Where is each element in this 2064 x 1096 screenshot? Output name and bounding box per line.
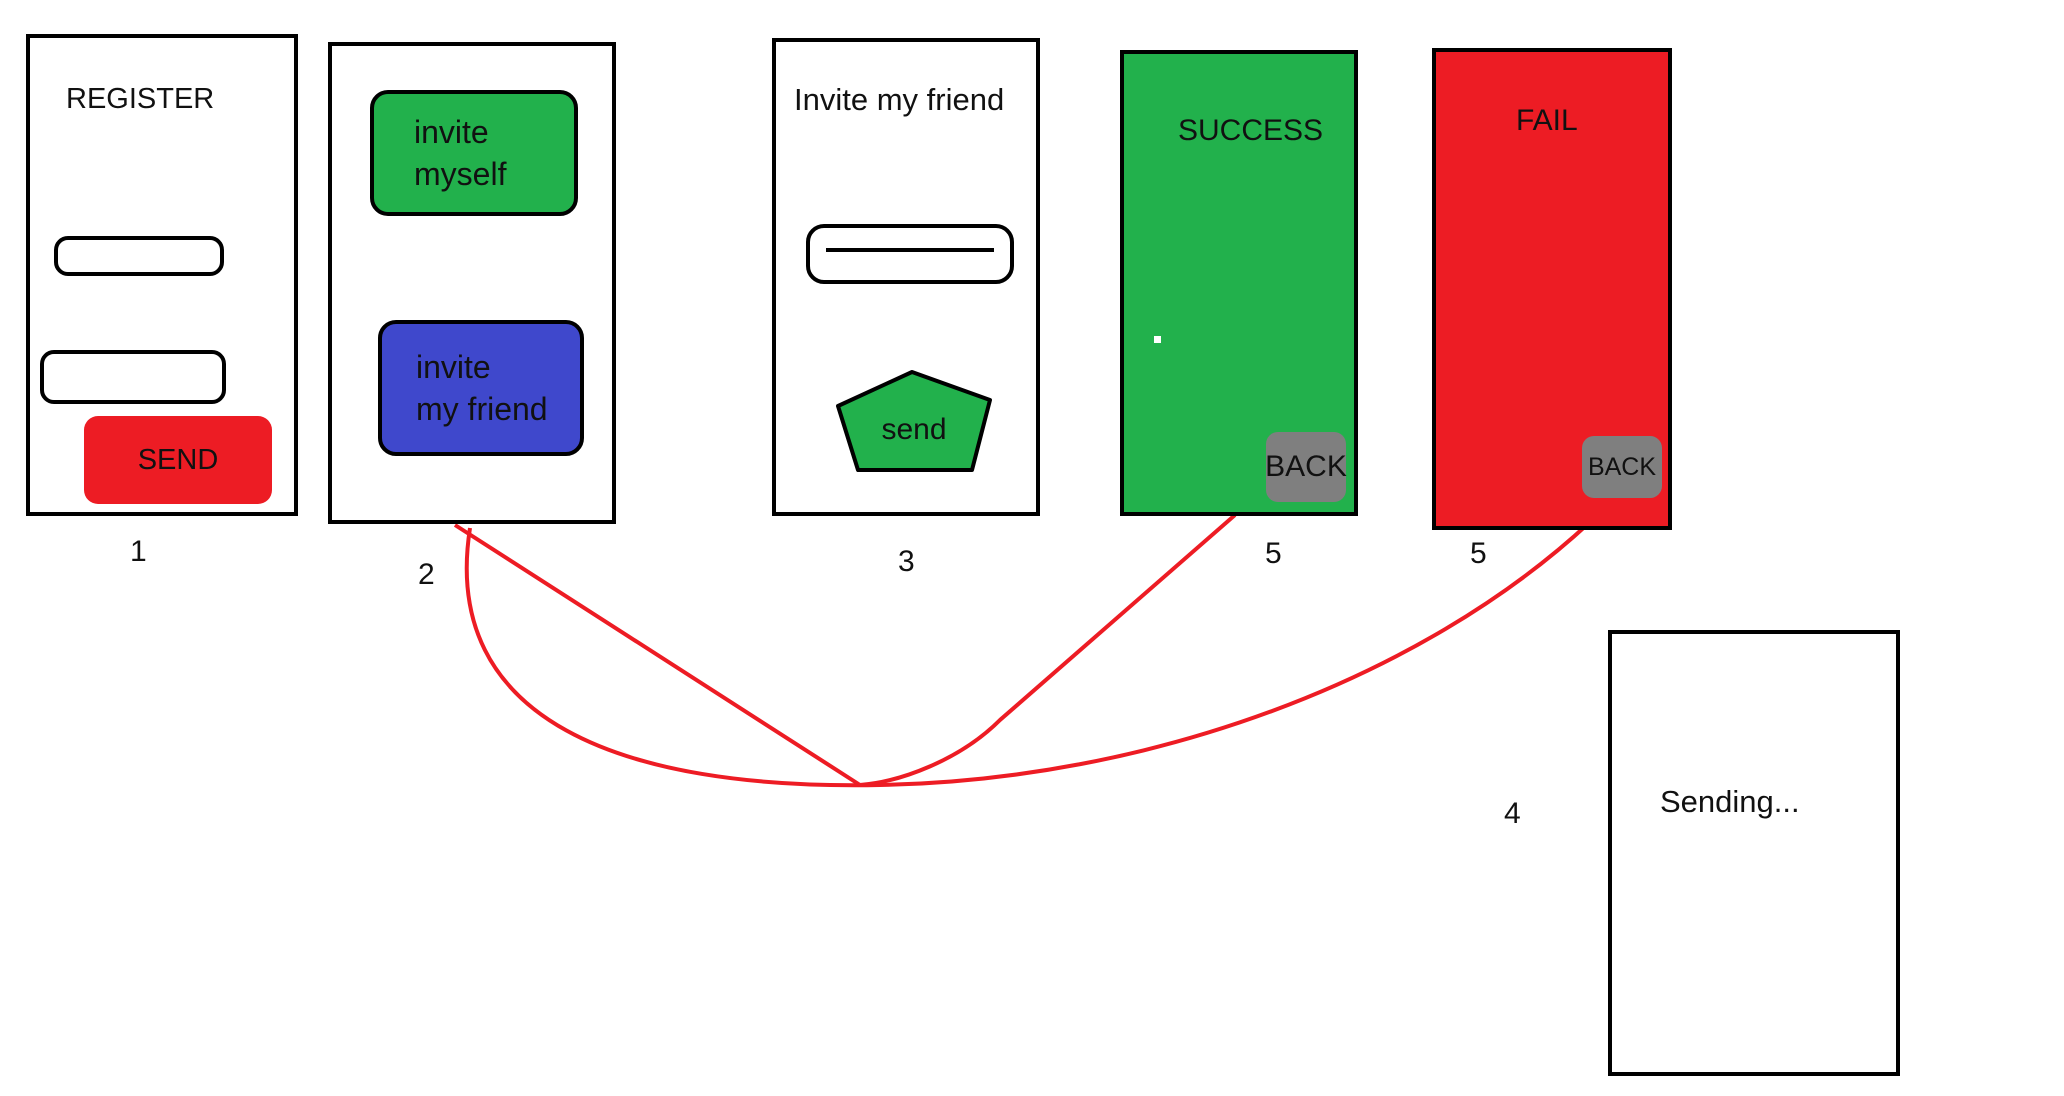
send-pentagon-shape — [836, 370, 992, 472]
screen-invite-choice: invite myself invite my friend — [328, 42, 616, 524]
invite-friend-button[interactable]: invite my friend — [378, 320, 584, 456]
screen-sending: Sending... — [1608, 630, 1900, 1076]
screen-number-3: 3 — [898, 545, 915, 578]
send-pentagon-button[interactable]: send — [834, 368, 996, 474]
invite-friend-label-1: invite — [416, 349, 491, 385]
connector-screen2-to-fail — [464, 520, 1592, 788]
input-underline — [826, 248, 994, 252]
success-back-button[interactable]: BACK — [1265, 432, 1347, 502]
screen-number-4: 4 — [1504, 797, 1521, 830]
fail-back-button[interactable]: BACK — [1582, 436, 1662, 498]
send-pentagon-label: send — [881, 413, 946, 446]
send-button-label: SEND — [137, 443, 219, 476]
connector-screen2-to-success — [453, 513, 1237, 788]
fail-title: FAIL — [1516, 104, 1578, 137]
invite-myself-label-1: invite — [414, 114, 489, 150]
fail-back-label: BACK — [1587, 452, 1657, 481]
success-dot — [1154, 336, 1161, 343]
invite-myself-button[interactable]: invite myself — [370, 90, 578, 216]
screen-number-1: 1 — [130, 535, 147, 568]
register-input-1[interactable] — [54, 236, 224, 276]
success-title: SUCCESS — [1178, 114, 1324, 147]
screen-register: REGISTER SEND — [26, 34, 298, 516]
sending-status: Sending... — [1660, 784, 1800, 819]
register-title: REGISTER — [66, 83, 215, 115]
screen-invite-friend: Invite my friend send — [772, 38, 1040, 516]
friend-email-input[interactable] — [806, 224, 1014, 284]
register-input-2[interactable] — [40, 350, 226, 404]
screen-success: SUCCESS BACK — [1120, 50, 1358, 516]
invite-friend-title: Invite my friend — [794, 82, 1005, 117]
send-button[interactable]: SEND — [84, 416, 272, 504]
invite-friend-label-2: my friend — [416, 391, 548, 427]
screen-fail: FAIL BACK — [1432, 48, 1672, 530]
screen-number-2: 2 — [418, 558, 435, 591]
screen-number-5-success: 5 — [1265, 537, 1282, 570]
invite-myself-label-2: myself — [414, 156, 507, 192]
screen-number-5-fail: 5 — [1470, 537, 1487, 570]
success-back-label: BACK — [1265, 450, 1347, 483]
